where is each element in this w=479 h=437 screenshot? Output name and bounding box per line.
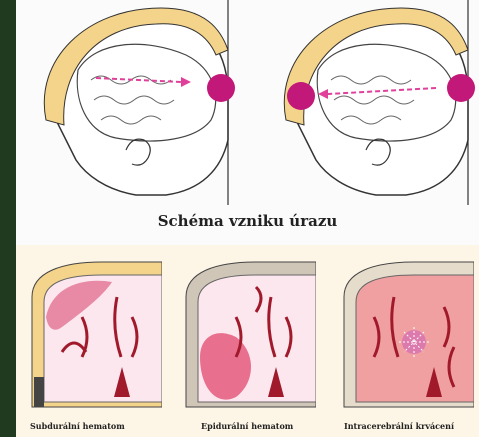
injury-mechanism-panel: Schéma vzniku úrazu [16,0,479,245]
figure: Schéma vzniku úrazu Subdurální hematom [16,0,479,437]
epidural-scan [176,257,316,417]
injury-mechanism-diagram [16,0,479,210]
intracerebral-scan [334,257,474,417]
diagram-caption: Schéma vzniku úrazu [16,212,479,230]
head-right [284,0,475,205]
panel-label-intracerebral: Intracerebrální krvácení [344,421,454,431]
hemorrhage-types-panel: Subdurální hematom Epidurální hematom [16,245,479,437]
panel-label-epidural: Epidurální hematom [201,421,293,431]
impact-point-right [447,74,475,102]
impact-point-left [207,74,235,102]
panel-label-subdural: Subdurální hematom [30,421,125,431]
contrecoup-point [287,82,315,110]
head-left [44,0,235,205]
subdural-scan [22,257,162,417]
